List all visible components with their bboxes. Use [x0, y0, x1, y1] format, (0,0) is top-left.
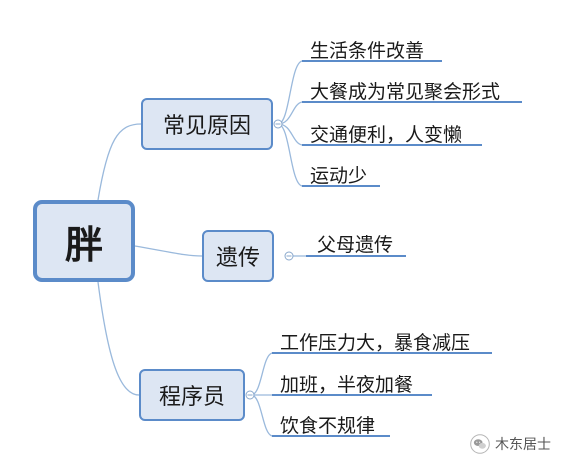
connector-branch-3-leaf-3 [250, 394, 273, 437]
connector-root-branch-1 [97, 123, 142, 201]
connector-root-branch-3 [97, 281, 140, 396]
leaf-node[interactable]: 生活条件改善 [310, 40, 425, 62]
leaf-node[interactable]: 工作压力大，暴食减压 [280, 332, 471, 354]
branch-node-programmers[interactable]: 程序员 [139, 369, 245, 421]
connector-branch-1-leaf-3 [277, 123, 303, 146]
leaf-node[interactable]: 交通便利，人变懒 [310, 124, 463, 146]
connector-branch-1-leaf-4 [277, 123, 303, 187]
watermark: 木东居士 [470, 434, 551, 454]
leaf-node[interactable]: 大餐成为常见聚会形式 [310, 81, 501, 103]
leaf-node[interactable]: 加班，半夜加餐 [280, 374, 414, 396]
leaf-node[interactable]: 饮食不规律 [280, 415, 376, 437]
connector-branch-1-leaf-2 [277, 101, 303, 125]
leaf-node[interactable]: 运动少 [310, 165, 368, 187]
branch-node-common-causes[interactable]: 常见原因 [141, 98, 273, 150]
wechat-icon [470, 434, 490, 454]
watermark-text: 木东居士 [495, 437, 551, 453]
root-node[interactable]: 胖 [33, 200, 135, 282]
connector-branch-1-leaf-1 [277, 60, 303, 125]
connector-branch-3-leaf-1 [250, 352, 273, 396]
branch-node-heredity[interactable]: 遗传 [202, 230, 274, 282]
leaf-node[interactable]: 父母遗传 [317, 234, 394, 256]
connector-root-branch-2 [134, 245, 203, 257]
